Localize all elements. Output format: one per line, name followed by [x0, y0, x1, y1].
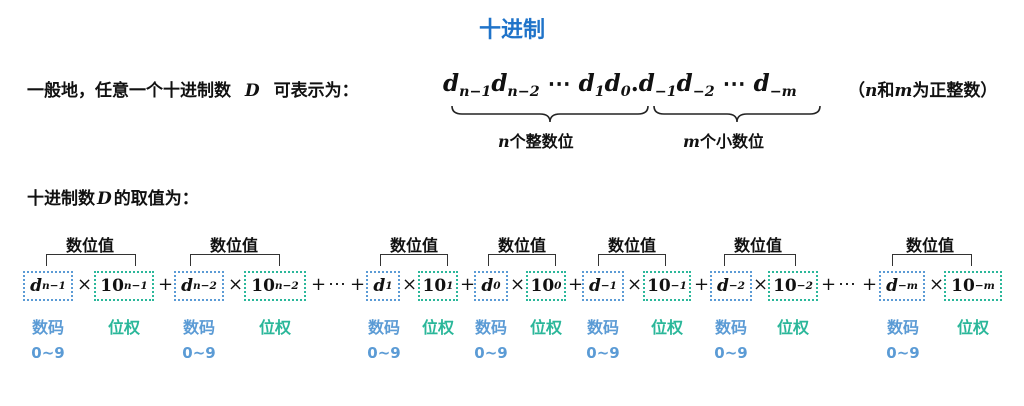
plus-sign: +	[158, 274, 174, 295]
times-sign: ×	[510, 274, 526, 295]
fraction-underbrace	[653, 105, 821, 123]
plus-sign: +	[821, 274, 837, 295]
times-sign: ×	[402, 274, 418, 295]
weight-label: 位权	[107, 318, 140, 337]
place-value-bracket	[724, 254, 796, 266]
digit-n-minus-2: dn−2	[491, 70, 540, 100]
digit-label: 数码	[714, 318, 747, 337]
place-value-bracket	[488, 254, 556, 266]
weight-label: 位权	[529, 318, 562, 337]
place-value-label: 数位值	[65, 236, 114, 255]
digit-range: 0~9	[586, 344, 620, 362]
decimal-point: .	[630, 70, 639, 97]
intro-line: 一般地，任意一个十进制数 D 可表示为：	[27, 76, 359, 101]
intro-variable-d: D	[244, 81, 260, 101]
term-digit-box: d−2	[710, 271, 752, 301]
digit-minus-2: d−2	[676, 70, 715, 100]
times-sign: ×	[77, 274, 93, 295]
place-value-label: 数位值	[389, 236, 438, 255]
plus-sign: +	[311, 274, 327, 295]
digit-label: 数码	[182, 318, 215, 337]
place-value-label: 数位值	[905, 236, 954, 255]
digit-label: 数码	[886, 318, 919, 337]
plus-sign: +	[568, 274, 584, 295]
term-digit-box: d−m	[879, 271, 925, 301]
plus-sign: +	[694, 274, 710, 295]
fraction-digits-label: m个小数位	[683, 132, 764, 151]
term-weight-box: 10−2	[768, 271, 818, 301]
place-value-label: 数位值	[209, 236, 258, 255]
place-value-bracket	[46, 254, 136, 266]
digit-0: d0	[604, 70, 631, 100]
digit-range: 0~9	[367, 344, 401, 362]
place-value-label: 数位值	[733, 236, 782, 255]
digit-label: 数码	[367, 318, 400, 337]
digit-range: 0~9	[714, 344, 748, 362]
digit-n-minus-1: dn−1	[443, 70, 492, 100]
digit-range: 0~9	[31, 344, 65, 362]
integer-dots: ⋯	[547, 70, 571, 97]
digit-minus-m: d−m	[753, 70, 797, 100]
weight-label: 位权	[421, 318, 454, 337]
weight-label: 位权	[650, 318, 683, 337]
times-sign: ×	[929, 274, 945, 295]
place-value-label: 数位值	[607, 236, 656, 255]
term-digit-box: d−1	[582, 271, 624, 301]
place-value-bracket	[892, 254, 972, 266]
digit-range: 0~9	[474, 344, 508, 362]
page-title: 十进制	[478, 18, 545, 43]
intro-note: （n和m为正整数）	[848, 81, 998, 101]
digit-range: 0~9	[886, 344, 920, 362]
intro-suffix: 可表示为：	[273, 81, 359, 101]
intro-prefix: 一般地，任意一个十进制数	[27, 81, 231, 101]
term-weight-box: 10−m	[944, 271, 1002, 301]
place-value-label: 数位值	[497, 236, 546, 255]
plus-sign: +	[862, 274, 878, 295]
plus-sign: +	[350, 274, 366, 295]
integer-digits-label: n个整数位	[498, 132, 574, 151]
term-weight-box: 10−1	[643, 271, 691, 301]
weight-label: 位权	[258, 318, 291, 337]
digit-range: 0~9	[182, 344, 216, 362]
ellipsis: ⋯	[328, 274, 346, 295]
times-sign: ×	[627, 274, 643, 295]
digit-minus-1: d−1	[638, 70, 677, 100]
times-sign: ×	[753, 274, 769, 295]
fraction-dots: ⋯	[722, 70, 746, 97]
weight-label: 位权	[776, 318, 809, 337]
digit-label: 数码	[31, 318, 64, 337]
plus-sign: +	[460, 274, 476, 295]
times-sign: ×	[228, 274, 244, 295]
place-value-bracket	[598, 254, 666, 266]
place-value-bracket	[190, 254, 280, 266]
integer-underbrace	[451, 105, 649, 123]
digit-label: 数码	[586, 318, 619, 337]
weight-label: 位权	[956, 318, 989, 337]
place-value-bracket	[380, 254, 448, 266]
digit-label: 数码	[474, 318, 507, 337]
digit-1: d1	[578, 70, 605, 100]
digit-expansion-formula: dn−1dn−2 ⋯ d1d0.d−1d−2 ⋯ d−m	[443, 70, 797, 100]
ellipsis: ⋯	[838, 274, 856, 295]
